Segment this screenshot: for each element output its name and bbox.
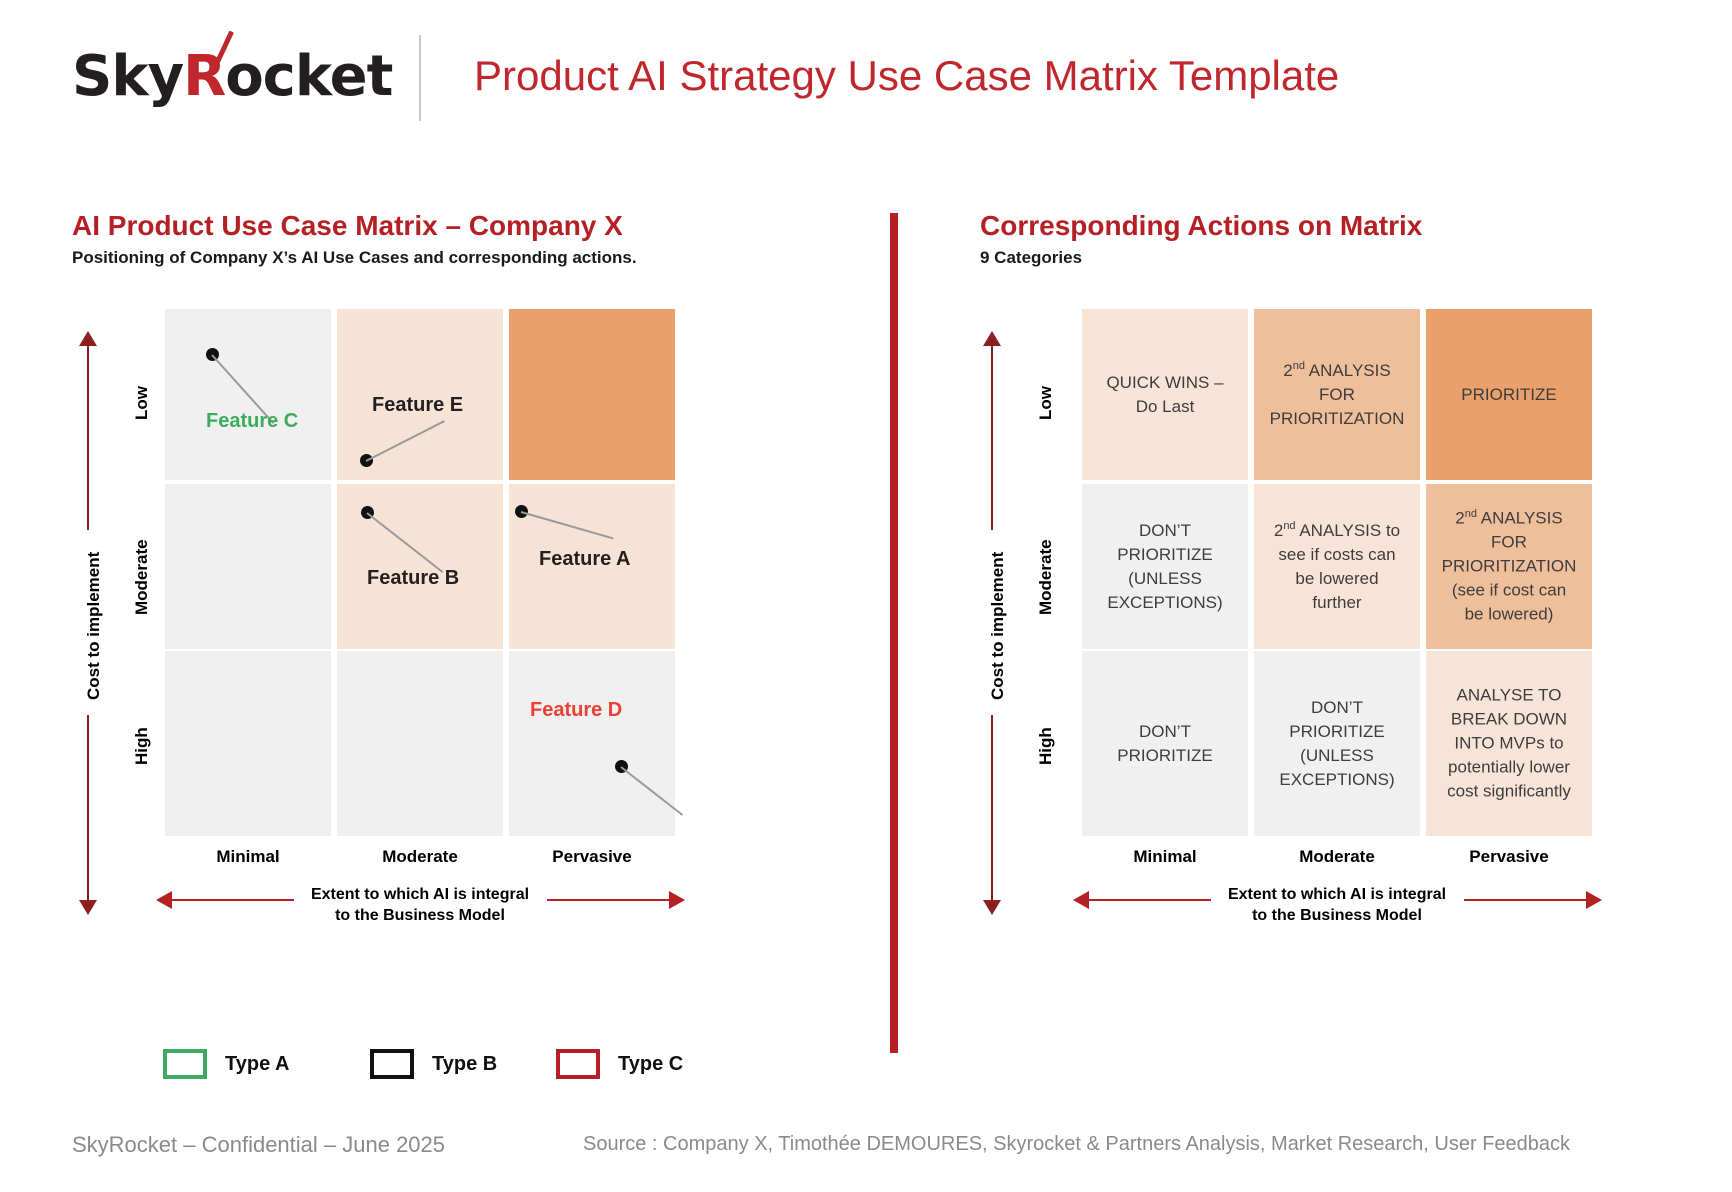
feature-label-d[interactable]: Feature D (530, 699, 623, 721)
right-y-axis-up-arrow-icon (983, 331, 1001, 346)
header-divider (419, 35, 421, 121)
left-x-tick-minimal: Minimal (216, 847, 280, 866)
matrix-cell-r0-c0: QUICK WINS –Do Last (1082, 309, 1248, 480)
right-x-axis-caption-line1: Extent to which AI is integral (1227, 886, 1447, 903)
matrix-cell-text: PRIORITIZE (1461, 384, 1557, 404)
right-x-axis-right-arrow-icon (1586, 891, 1602, 909)
right-y-axis-upper-line (991, 345, 993, 530)
right-y-tick-moderate: Moderate (1036, 539, 1055, 615)
footer-source: Source : Company X, Timothée DEMOURES, S… (583, 1133, 1571, 1155)
right-x-tick-minimal: Minimal (1133, 847, 1197, 866)
left-y-axis-up-arrow-icon (79, 331, 97, 346)
feature-marker-dot[interactable] (515, 505, 528, 518)
right-x-axis-left-line (1089, 899, 1211, 901)
legend-swatch-type-b (370, 1049, 414, 1079)
legend-swatch-type-a (163, 1049, 207, 1079)
right-y-axis-label: Cost to implement (988, 551, 1007, 700)
matrix-cell-r2-c0 (165, 651, 331, 836)
matrix-cell-r0-c0 (165, 309, 331, 480)
skyrocket-logo: SkyRocket (72, 44, 393, 109)
left-panel-title: AI Product Use Case Matrix – Company X (72, 210, 623, 241)
matrix-cell-r1-c2 (509, 484, 675, 649)
matrix-cell-r2-c2 (509, 651, 675, 836)
legend-label-type-b: Type B (432, 1053, 498, 1075)
left-y-axis-upper-line (87, 345, 89, 530)
left-x-axis-caption-line2: to the Business Model (335, 906, 505, 924)
feature-label-c[interactable]: Feature C (206, 410, 299, 432)
left-y-axis-label: Cost to implement (84, 551, 103, 700)
feature-label-a[interactable]: Feature A (539, 548, 631, 570)
page-title: Product AI Strategy Use Case Matrix Temp… (474, 52, 1340, 99)
matrix-cell-r2-c1 (337, 651, 503, 836)
legend-swatch-type-c (556, 1049, 600, 1079)
matrix-cell-text: QUICK WINS –Do Last (1106, 372, 1224, 416)
logo-ocket: ocket (225, 44, 393, 109)
right-y-axis-down-arrow-icon (983, 900, 1001, 915)
left-x-tick-moderate: Moderate (382, 847, 458, 866)
right-y-tick-low: Low (1036, 386, 1055, 420)
left-x-axis-caption-line1: Extent to which AI is integral (310, 886, 530, 903)
left-x-tick-pervasive: Pervasive (552, 847, 632, 866)
legend-label-type-c: Type C (618, 1053, 684, 1075)
footer-confidential: SkyRocket – Confidential – June 2025 (72, 1132, 446, 1157)
right-x-axis-caption-line2: to the Business Model (1252, 906, 1422, 924)
left-y-axis-down-arrow-icon (79, 900, 97, 915)
feature-label-b[interactable]: Feature B (367, 567, 460, 589)
left-x-axis-left-arrow-icon (156, 891, 172, 909)
right-x-axis-left-arrow-icon (1073, 891, 1089, 909)
left-y-axis-lower-line (87, 715, 89, 900)
left-y-tick-high: High (132, 727, 151, 765)
feature-marker-dot[interactable] (361, 506, 374, 519)
left-x-axis-left-line (172, 899, 294, 901)
matrix-cell-r0-c2: PRIORITIZE (1426, 309, 1592, 480)
left-panel-subtitle: Positioning of Company X’s AI Use Cases … (72, 248, 637, 267)
left-x-axis-right-arrow-icon (669, 891, 685, 909)
left-x-axis-right-line (547, 899, 669, 901)
feature-marker-dot[interactable] (206, 348, 219, 361)
matrix-cell-r1-c0 (165, 484, 331, 649)
logo-sky: Sky (72, 44, 184, 109)
feature-marker-dot[interactable] (615, 760, 628, 773)
right-panel-title: Corresponding Actions on Matrix (980, 210, 1423, 241)
right-x-axis-caption: Extent to which AI is integral to the Bu… (1157, 885, 1517, 927)
right-y-axis-lower-line (991, 715, 993, 900)
left-y-tick-low: Low (132, 386, 151, 420)
matrix-cell-r0-c1 (337, 309, 503, 480)
right-x-axis-right-line (1464, 899, 1586, 901)
left-x-axis-caption: Extent to which AI is integral to the Bu… (240, 885, 600, 927)
left-y-tick-moderate: Moderate (132, 539, 151, 615)
right-panel-subtitle: 9 Categories (980, 248, 1083, 267)
feature-label-e[interactable]: Feature E (372, 394, 464, 416)
slide-header: SkyRocket Product AI Strategy Use Case M… (0, 0, 1732, 148)
right-x-tick-moderate: Moderate (1299, 847, 1375, 866)
matrix-cell-r0-c2 (509, 309, 675, 480)
panel-separator (890, 213, 898, 1053)
right-y-tick-high: High (1036, 727, 1055, 765)
right-x-tick-pervasive: Pervasive (1469, 847, 1549, 866)
feature-marker-dot[interactable] (360, 454, 373, 467)
legend-label-type-a: Type A (225, 1053, 290, 1075)
